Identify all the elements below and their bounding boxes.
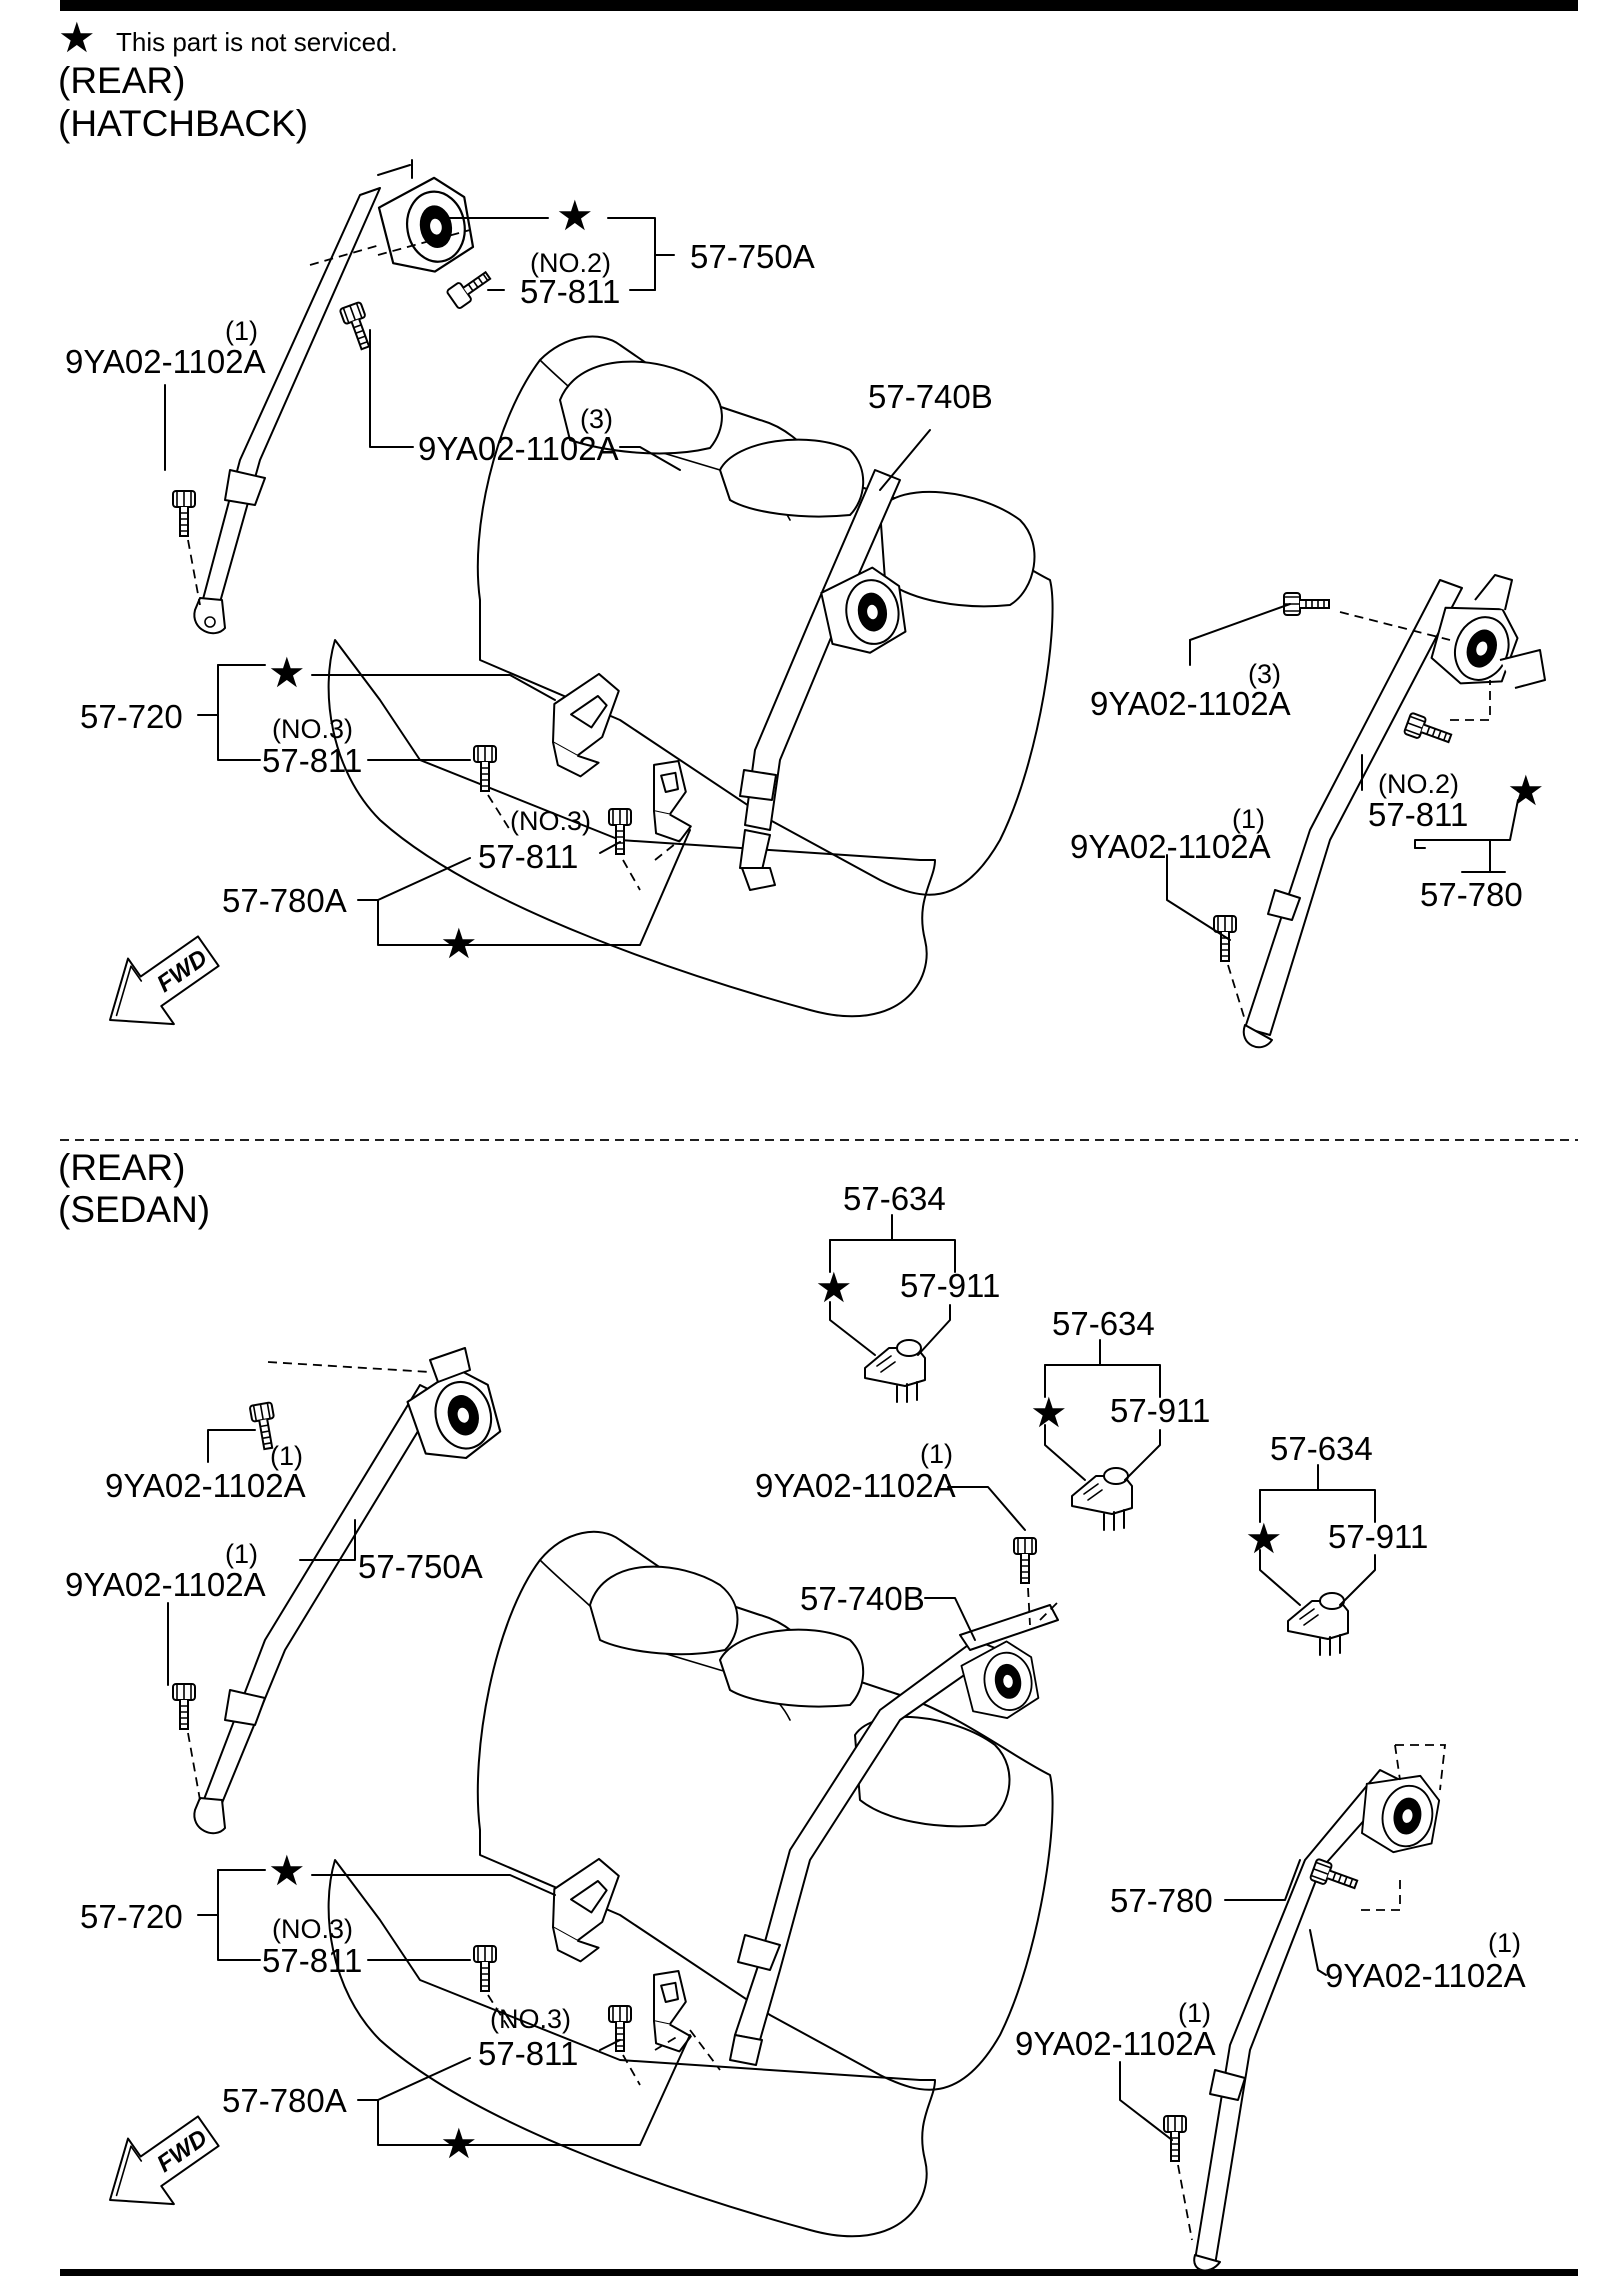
callout-57-740B: 57-740B xyxy=(868,378,993,415)
callout-9YA02-1102A: 9YA02-1102A xyxy=(418,430,619,467)
callout-qty-1: (1) xyxy=(225,316,258,346)
hatchback-center-belt xyxy=(744,469,901,831)
sedan-star-634-a: ★ xyxy=(815,1264,853,1311)
callout-9YA02-1102A: 9YA02-1102A xyxy=(105,1467,306,1504)
callout-57-811: 57-811 xyxy=(262,742,362,779)
callout-qty-1: (1) xyxy=(920,1439,953,1469)
callout-57-811: 57-811 xyxy=(262,1942,362,1979)
callout-9YA02-1102A: 9YA02-1102A xyxy=(1325,1957,1526,1994)
callout-57-911: 57-911 xyxy=(1110,1392,1210,1429)
callout-57-740B: 57-740B xyxy=(800,1580,925,1617)
callout-qty-3: (3) xyxy=(1248,659,1281,689)
sedan-heading-type: (SEDAN) xyxy=(58,1189,210,1230)
callout-57-811: 57-811 xyxy=(478,2035,578,2072)
callout-57-780A: 57-780A xyxy=(222,882,347,919)
callout-no3: (NO.3) xyxy=(510,806,591,836)
callout-no2: (NO.2) xyxy=(530,248,611,278)
hatchback-star-750A: ★ xyxy=(556,192,594,239)
sedan-star-634-b: ★ xyxy=(1030,1389,1068,1436)
sedan-star-720: ★ xyxy=(268,1847,306,1894)
callout-57-720: 57-720 xyxy=(80,1898,183,1935)
hatchback-section: (REAR) (HATCHBACK) xyxy=(58,60,1546,1049)
hatchback-seat-cushion xyxy=(327,639,936,1018)
callout-qty-1: (1) xyxy=(270,1441,303,1471)
sedan-fwd-arrow-icon: FWD xyxy=(109,2115,220,2206)
sedan-star-780A: ★ xyxy=(440,2120,478,2167)
sedan-headrest-left xyxy=(589,1565,739,1656)
sedan-right-belt xyxy=(1194,1769,1401,2266)
sedan-headrest-right xyxy=(854,1715,1011,1828)
callout-qty-1: (1) xyxy=(1178,1998,1211,2028)
sedan-star-634-c: ★ xyxy=(1245,1515,1283,1562)
callout-57-911: 57-911 xyxy=(1328,1518,1428,1555)
callout-57-811: 57-811 xyxy=(1368,796,1468,833)
callout-no3: (NO.3) xyxy=(272,714,353,744)
callout-9YA02-1102A: 9YA02-1102A xyxy=(65,1566,266,1603)
top-border xyxy=(60,0,1578,11)
bottom-border xyxy=(60,2269,1578,2276)
sedan-section: (REAR) (SEDAN) xyxy=(58,1147,1526,2272)
callout-9YA02-1102A: 9YA02-1102A xyxy=(1090,685,1291,722)
callout-57-750A: 57-750A xyxy=(690,238,815,275)
callout-no3: (NO.3) xyxy=(490,2004,571,2034)
callout-57-811: 57-811 xyxy=(520,273,620,310)
sedan-seat-back xyxy=(476,1530,1054,2091)
callout-57-634: 57-634 xyxy=(843,1180,946,1217)
hatchback-fwd-arrow-icon: FWD xyxy=(109,935,220,1026)
hatchback-left-belt xyxy=(197,187,381,621)
callout-9YA02-1102A: 9YA02-1102A xyxy=(755,1467,956,1504)
callout-57-750A: 57-750A xyxy=(358,1548,483,1585)
legend-star-icon: ★ xyxy=(58,14,96,61)
sedan-headrest-center xyxy=(719,1628,865,1708)
callout-9YA02-1102A: 9YA02-1102A xyxy=(1015,2025,1216,2062)
hatchback-heading-type: (HATCHBACK) xyxy=(58,103,308,144)
callout-qty-3: (3) xyxy=(580,404,613,434)
callout-57-634: 57-634 xyxy=(1270,1430,1373,1467)
hatchback-headrest-center xyxy=(719,438,865,518)
hatchback-star-780A: ★ xyxy=(440,920,478,967)
hatchback-star-780: ★ xyxy=(1507,767,1545,814)
callout-57-780: 57-780 xyxy=(1110,1882,1213,1919)
hatchback-star-720: ★ xyxy=(268,649,306,696)
hatchback-headrest-left xyxy=(559,360,723,455)
callout-no2: (NO.2) xyxy=(1378,769,1459,799)
callout-no3: (NO.3) xyxy=(272,1914,353,1944)
callout-57-780: 57-780 xyxy=(1420,876,1523,913)
sedan-seat-cushion xyxy=(327,1859,936,2238)
callout-9YA02-1102A: 9YA02-1102A xyxy=(65,343,266,380)
callout-57-911: 57-911 xyxy=(900,1267,1000,1304)
hatchback-heading-rear: (REAR) xyxy=(58,60,185,101)
sedan-heading-rear: (REAR) xyxy=(58,1147,185,1188)
callout-57-634: 57-634 xyxy=(1052,1305,1155,1342)
callout-qty-1: (1) xyxy=(1232,804,1265,834)
hatchback-headrest-right xyxy=(879,490,1036,608)
callout-qty-1: (1) xyxy=(225,1539,258,1569)
hatchback-right-belt xyxy=(1244,579,1463,1036)
legend-text: This part is not serviced. xyxy=(116,27,398,57)
callout-57-811: 57-811 xyxy=(478,838,578,875)
callout-57-780A: 57-780A xyxy=(222,2082,347,2119)
callout-qty-1: (1) xyxy=(1488,1928,1521,1958)
callout-9YA02-1102A: 9YA02-1102A xyxy=(1070,828,1271,865)
callout-57-720: 57-720 xyxy=(80,698,183,735)
